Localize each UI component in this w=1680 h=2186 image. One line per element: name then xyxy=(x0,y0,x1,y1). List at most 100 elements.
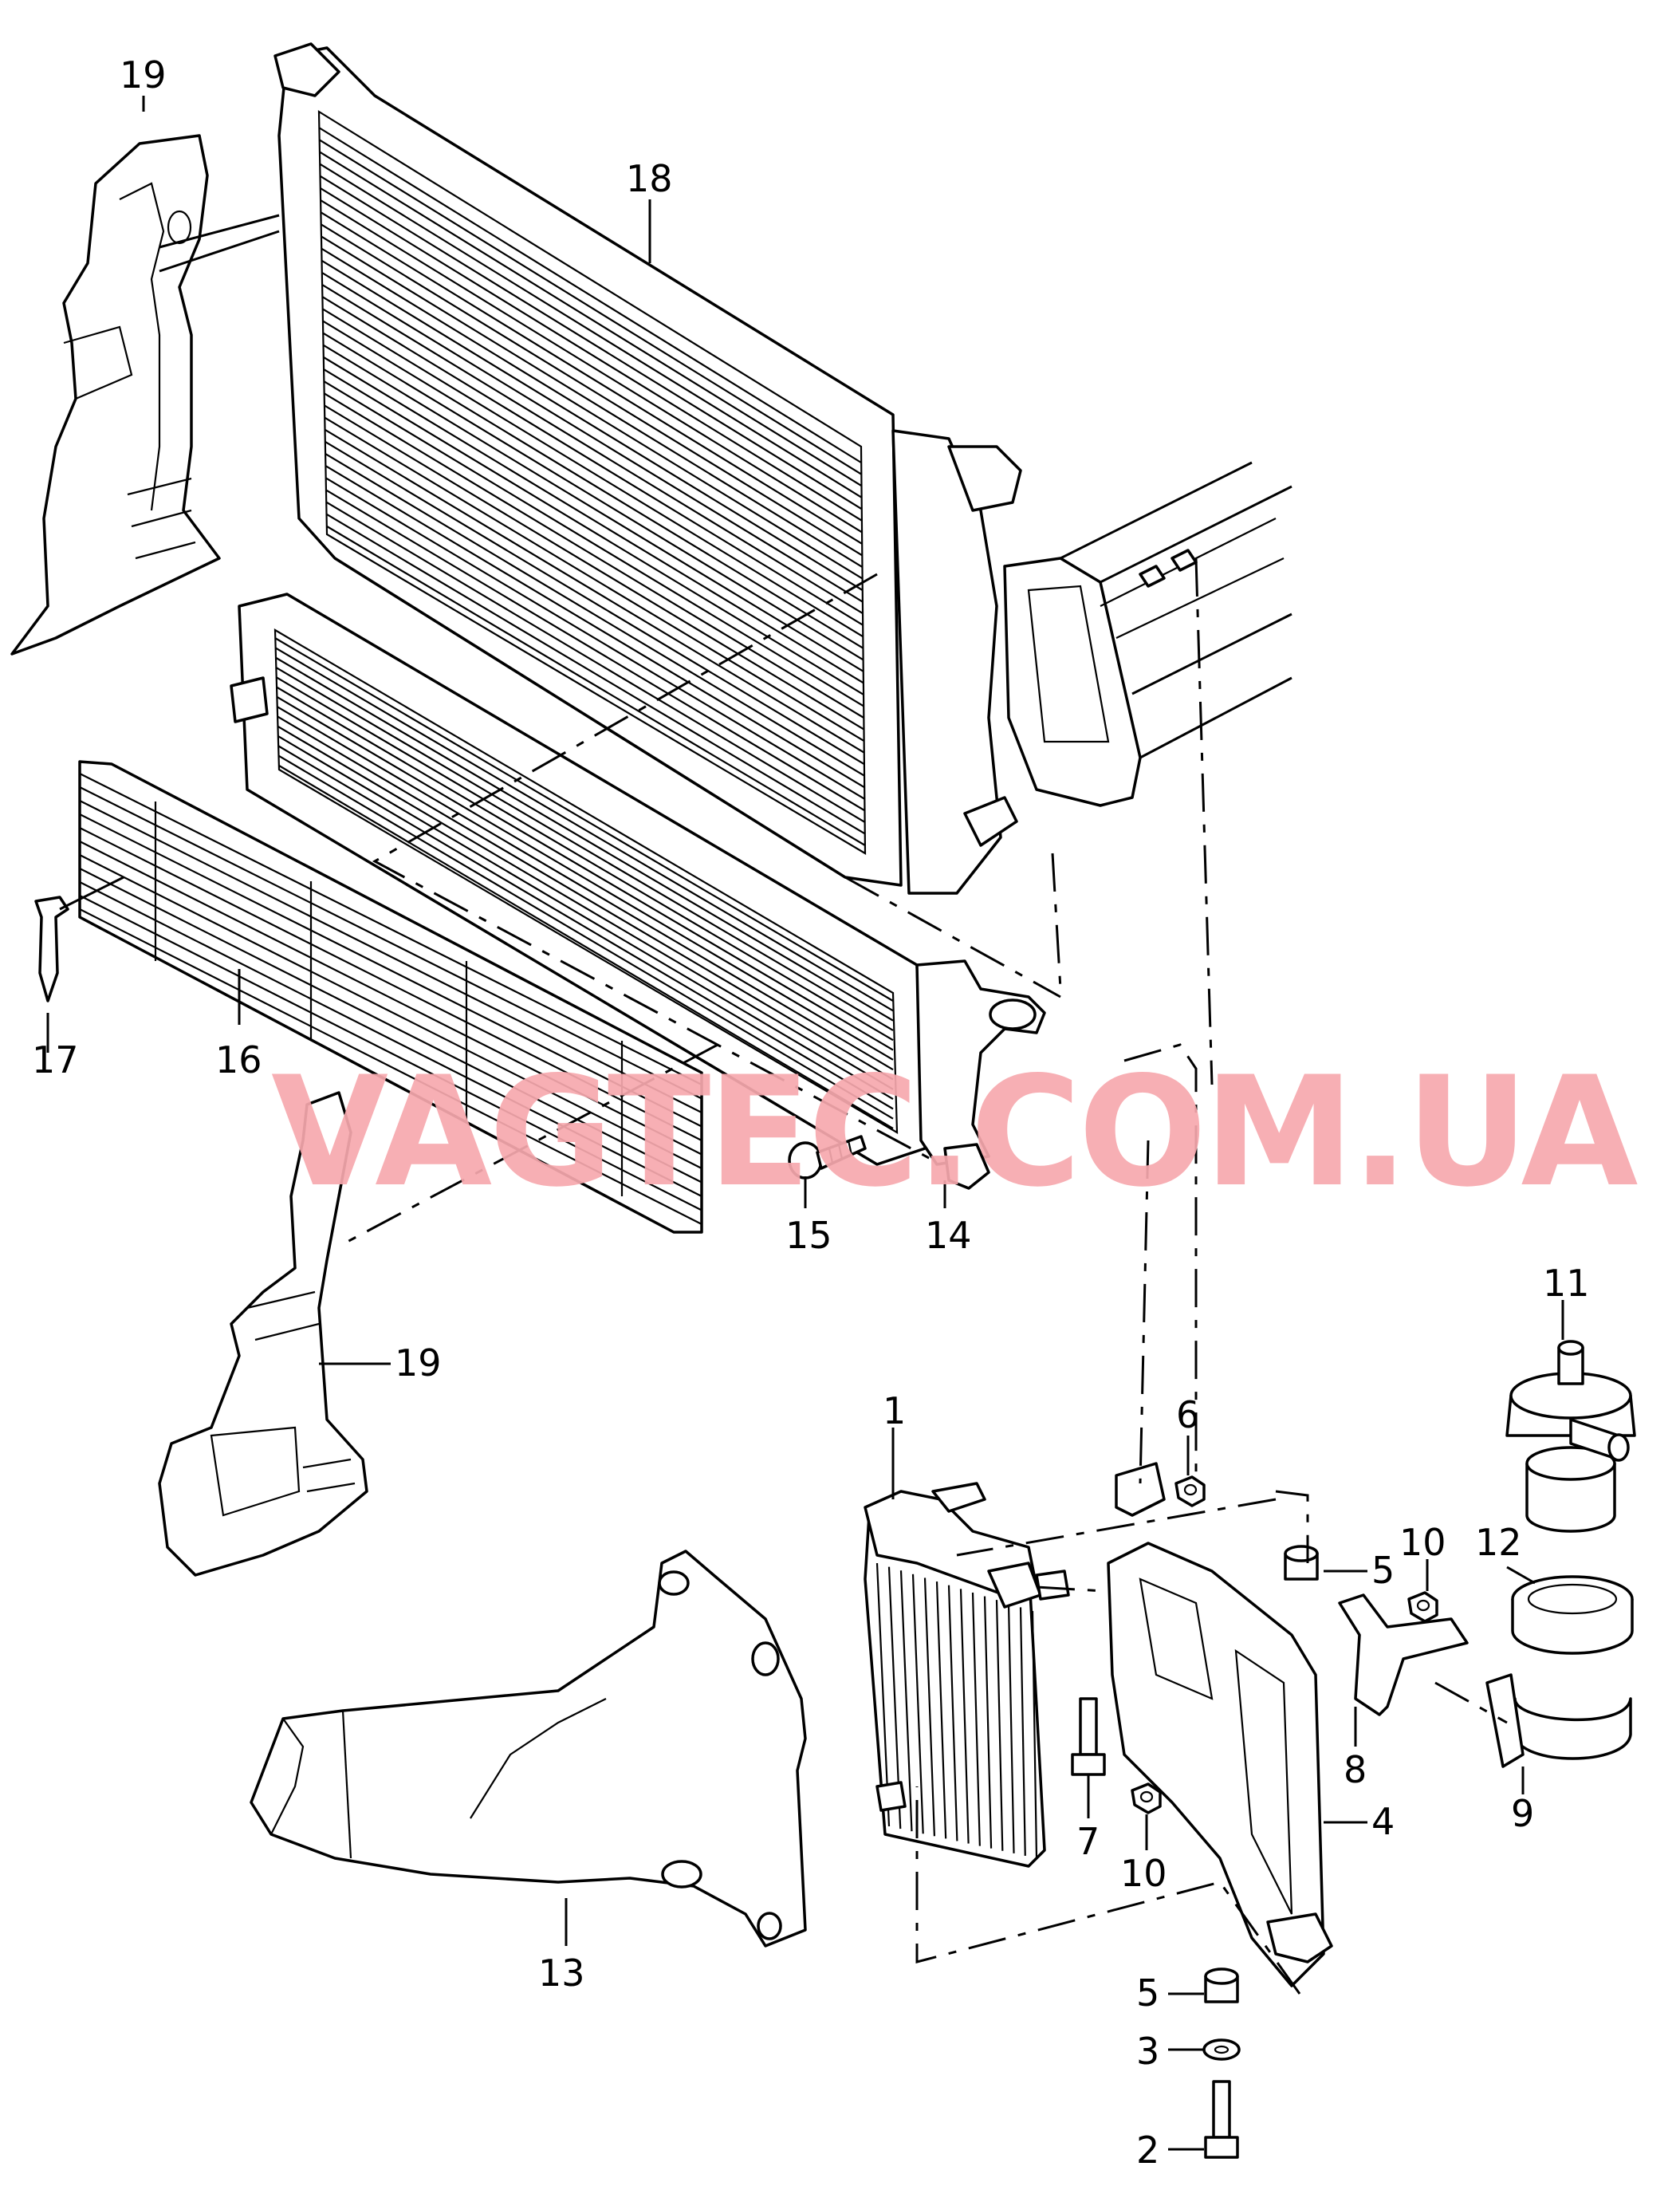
fin-line xyxy=(79,827,702,1141)
callout-14: 14 xyxy=(925,1214,972,1257)
fin-line xyxy=(321,284,864,615)
fin-line xyxy=(321,271,864,603)
fin-line xyxy=(319,163,863,498)
fin-line xyxy=(275,656,894,1022)
fin-line xyxy=(325,501,866,823)
air-guide-lower xyxy=(158,1091,368,1577)
bolt-2 xyxy=(1204,2080,1239,2159)
fin-line xyxy=(971,1592,981,1846)
fin-line xyxy=(947,1585,958,1841)
fin-line xyxy=(320,223,863,557)
fin-line xyxy=(995,1600,1004,1851)
fin-line xyxy=(79,773,702,1085)
callout-10-lower: 10 xyxy=(1120,1852,1167,1895)
fin-line xyxy=(278,754,894,1120)
fin-line xyxy=(321,247,864,580)
fin-line xyxy=(276,686,894,1051)
fin-line xyxy=(923,1577,936,1837)
callout-5-upper: 5 xyxy=(1371,1549,1395,1592)
fin-line xyxy=(322,332,864,661)
retaining-clip xyxy=(34,876,124,1002)
callout-6: 6 xyxy=(1176,1393,1199,1436)
fin-line xyxy=(323,368,864,695)
hose-clamp xyxy=(1485,1673,1632,1768)
fin-line xyxy=(79,800,702,1113)
fin-line xyxy=(324,416,865,742)
callout-15: 15 xyxy=(785,1214,832,1257)
callout-13: 13 xyxy=(538,1952,585,1995)
callout-8: 8 xyxy=(1344,1748,1367,1791)
fin-line xyxy=(326,513,866,835)
fin-line xyxy=(276,695,894,1061)
fin-line xyxy=(325,465,865,789)
fin-line xyxy=(322,344,864,672)
pump-bracket xyxy=(1338,1593,1469,1716)
mounting-bracket xyxy=(943,1143,990,1190)
fin-line xyxy=(1007,1603,1015,1853)
fin-line xyxy=(319,187,863,522)
rubber-mount-upper xyxy=(1284,1545,1319,1581)
fin-line xyxy=(277,715,894,1081)
air-guide-upper xyxy=(10,134,221,656)
assembly-lines xyxy=(342,557,1508,1995)
fin-line xyxy=(321,308,864,638)
fin-line xyxy=(325,428,865,754)
callout-11: 11 xyxy=(1543,1262,1590,1305)
callout-19-upper: 19 xyxy=(120,53,167,96)
callout-2: 2 xyxy=(1136,2129,1159,2172)
fin-line xyxy=(79,786,702,1100)
leader-lines xyxy=(46,96,1564,2151)
fin-line xyxy=(325,489,866,812)
fin-line xyxy=(277,735,894,1101)
hex-nut-10-lower xyxy=(1131,1782,1162,1814)
fin-line xyxy=(79,854,702,1169)
auxiliary-cooler xyxy=(864,1482,1070,1868)
fin-line xyxy=(319,151,862,487)
fin-line xyxy=(277,725,894,1090)
fin-line xyxy=(325,477,865,800)
hex-nut-6 xyxy=(1174,1475,1206,1507)
fin-line xyxy=(325,440,865,766)
fin-line xyxy=(983,1596,993,1849)
fin-line xyxy=(79,813,702,1128)
fin-line xyxy=(79,881,702,1197)
watermark: VAGTEC.COM.UA xyxy=(271,1044,1638,1220)
fin-line xyxy=(323,356,864,684)
fin-line xyxy=(1031,1610,1038,1859)
fin-line xyxy=(278,765,894,1129)
callout-12: 12 xyxy=(1475,1521,1522,1564)
callout-18: 18 xyxy=(626,157,673,200)
fin-line xyxy=(277,745,894,1110)
fin-line xyxy=(875,1562,891,1827)
fin-line xyxy=(323,380,864,707)
fin-line xyxy=(79,841,702,1156)
fin-line xyxy=(277,706,894,1071)
fin-line xyxy=(959,1589,970,1844)
callout-3: 3 xyxy=(1136,2030,1159,2073)
rubber-mount-lower xyxy=(1204,1967,1239,2003)
fin-line xyxy=(319,175,863,510)
callout-5-lower: 5 xyxy=(1136,1971,1159,2015)
callout-10-upper: 10 xyxy=(1399,1521,1446,1564)
fin-line xyxy=(911,1574,924,1834)
callout-7: 7 xyxy=(1076,1820,1100,1863)
fin-line xyxy=(79,868,702,1184)
bolt-7 xyxy=(1071,1697,1106,1776)
fin-line xyxy=(935,1581,947,1839)
fin-line xyxy=(1019,1607,1026,1856)
fin-line xyxy=(321,235,863,568)
fin-line xyxy=(275,666,894,1031)
callout-4: 4 xyxy=(1371,1800,1395,1843)
callout-17: 17 xyxy=(32,1038,79,1081)
radiator-main xyxy=(273,42,1022,895)
fin-line xyxy=(320,211,863,545)
body-frame-section xyxy=(1003,461,1292,807)
air-duct xyxy=(250,1550,807,1948)
fin-line xyxy=(326,526,866,846)
fin-line xyxy=(274,637,894,1002)
callout-1: 1 xyxy=(883,1389,906,1432)
fin-line xyxy=(275,676,894,1042)
fin-line xyxy=(318,127,862,463)
hex-nut-10-upper xyxy=(1407,1591,1438,1623)
